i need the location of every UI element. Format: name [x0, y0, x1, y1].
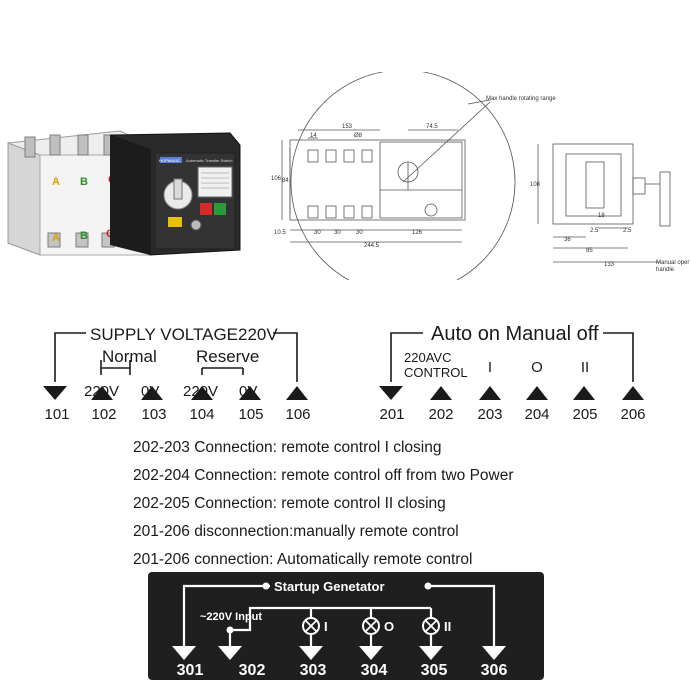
terminal-number: 206 [620, 406, 645, 423]
phase-label: A [52, 232, 60, 244]
voltage-label: 0V [141, 383, 159, 400]
terminal-arrow-up-103 [141, 386, 163, 400]
dim-18: 18 [598, 213, 605, 219]
symbol-ii: II [581, 359, 589, 376]
connection-note: 201-206 connection: Automatically remote… [133, 551, 473, 568]
auto-manual-title: Auto on Manual off [431, 323, 599, 345]
input-label: ~220V Input [200, 611, 262, 623]
terminal-number: 202 [428, 406, 453, 423]
voltage-label: 220V [84, 383, 119, 400]
device-title: Automatic Transfer Switch [186, 158, 232, 163]
terminal-number: 204 [524, 406, 549, 423]
connection-note: 202-205 Connection: remote control II cl… [133, 495, 446, 512]
terminal-arrow-down-302 [218, 646, 242, 660]
dim-36: 36 [564, 237, 571, 243]
terminal-arrow-up-106 [286, 386, 308, 400]
terminal-number: 205 [572, 406, 597, 423]
dim-2-5: 2.5 [590, 228, 599, 234]
terminal-number: 203 [477, 406, 502, 423]
terminal-arrow-up-205 [573, 386, 595, 400]
terminal-arrow-down-306 [482, 646, 506, 660]
dim-85: 85 [586, 248, 593, 254]
terminal-number: 105 [238, 406, 263, 423]
terminal-arrow-down-101 [43, 386, 67, 400]
terminal-number: 304 [361, 662, 388, 679]
terminal-arrow-up-204 [526, 386, 548, 400]
handle-rotation-circle [290, 72, 516, 280]
terminal-arrow-up-102 [91, 386, 113, 400]
terminal-arrow-down-201 [379, 386, 403, 400]
voltage-label: 220V [183, 383, 218, 400]
rotating-range-label: Max handle rotating range [486, 96, 556, 102]
voltage-label: 0V [239, 383, 257, 400]
terminal-arrow-down-303 [299, 646, 323, 660]
lamp-label-i: I [324, 619, 328, 634]
lamp-label-ii: II [444, 619, 451, 634]
dim-30: 30 [334, 230, 341, 236]
terminal-number: 201 [379, 406, 404, 423]
dim-106: 106 [271, 176, 282, 182]
dim-10-5: 10.5 [274, 230, 286, 236]
symbol-i: I [488, 359, 492, 376]
dim-108: 108 [530, 182, 541, 188]
terminal-arrow-up-203 [479, 386, 501, 400]
terminal-number: 103 [141, 406, 166, 423]
terminal-number: 102 [91, 406, 116, 423]
manual-handle-label: Manual oper [656, 260, 689, 266]
terminal-number: 101 [44, 406, 69, 423]
phase-label: B [80, 176, 88, 188]
connection-note: 201-206 disconnection:manually remote co… [133, 523, 459, 540]
dim-126: 126 [412, 230, 423, 236]
normal-label: Normal [102, 347, 157, 366]
dim-30: 30 [356, 230, 363, 236]
terminal-arrow-down-301 [172, 646, 196, 660]
connection-note: 202-203 Connection: remote control I clo… [133, 439, 442, 456]
terminal-number: 106 [285, 406, 310, 423]
terminal-arrow-down-304 [359, 646, 383, 660]
terminal-arrow-up-105 [239, 386, 261, 400]
startup-generator-title: Startup Genetator [274, 579, 385, 594]
dim-244-5: 244.5 [364, 243, 380, 249]
connection-note: 202-204 Connection: remote control off f… [133, 467, 514, 484]
terminal-number: 303 [300, 662, 327, 679]
control-label-line1: 220AVC [404, 350, 451, 365]
reserve-label: Reserve [196, 347, 259, 366]
dim-84: 84 [282, 178, 289, 184]
brand-label: HOPWAGE [159, 158, 180, 163]
product-photo: A B C N A B C N HOPWAGE Automatic Transf… [7, 130, 241, 256]
dim-133: 133 [604, 262, 615, 268]
symbol-o: O [531, 359, 543, 376]
lamp-label-o: O [384, 619, 394, 634]
terminal-number: 302 [239, 662, 266, 679]
terminal-arrow-up-202 [430, 386, 452, 400]
terminal-arrow-down-305 [419, 646, 443, 660]
terminal-arrow-up-206 [622, 386, 644, 400]
dim-30: 30 [314, 230, 321, 236]
manual-handle-label: handle [656, 267, 675, 273]
dim-14: 14 [310, 133, 317, 139]
wiring-diagrams: SUPPLY VOLTAGE220V Normal Reserve 220V 0… [43, 323, 646, 423]
control-label-line2: CONTROL [404, 365, 468, 380]
phase-label: A [52, 176, 60, 188]
phase-label: B [80, 230, 88, 242]
terminal-arrow-up-104 [191, 386, 213, 400]
dim-74-5: 74.5 [426, 124, 438, 130]
terminal-number: 104 [189, 406, 214, 423]
dim-2-5: 2.5 [623, 228, 632, 234]
supply-voltage-title: SUPPLY VOLTAGE220V [90, 325, 278, 344]
connection-notes: 202-203 Connection: remote control I clo… [133, 438, 673, 578]
dim-153: 153 [342, 124, 353, 130]
startup-generator-panel: Startup Genetator ~220V Input I O II 301… [148, 572, 544, 680]
terminal-number: 305 [421, 662, 448, 679]
dim-8: Ø8 [354, 133, 363, 139]
dimension-drawing: Max handle rotating range 153 14 Ø8 74.5… [271, 72, 689, 280]
terminal-number: 306 [481, 662, 508, 679]
terminal-number: 301 [177, 662, 204, 679]
